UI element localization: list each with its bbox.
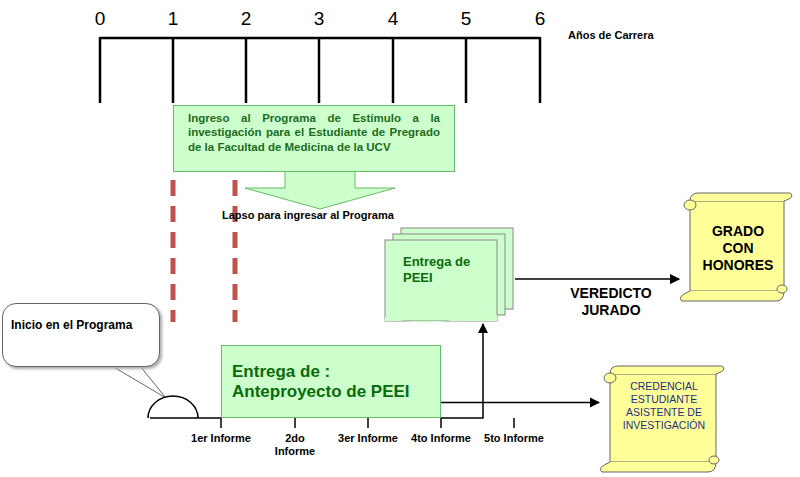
- callout-tail: [112, 366, 166, 398]
- credential-scroll: CREDENCIAL ESTUDIANTE ASISTENTE DE INVES…: [600, 366, 724, 472]
- arrow-connector: [441, 324, 483, 418]
- year-number: 2: [235, 8, 257, 30]
- report-label: 2do Informe: [265, 432, 325, 457]
- career-timeline: [100, 37, 540, 103]
- node-text: Entrega de : Anteproyecto de PEEI: [232, 362, 430, 403]
- draft-delivery-box: Entrega de : Anteproyecto de PEEI: [221, 345, 441, 418]
- node-text: Ingreso al Programa de Estímulo a la inv…: [188, 111, 440, 154]
- node-text: Entrega de PEEI: [403, 254, 489, 287]
- down-arrow: [245, 171, 395, 209]
- report-label: 4to Informe: [411, 432, 471, 445]
- edge-label: VEREDICTO JURADO: [565, 285, 657, 319]
- speech-callout: Inicio en el Programa: [2, 303, 160, 367]
- report-label: 5to Informe: [484, 432, 544, 445]
- report-label: 1er Informe: [191, 432, 251, 445]
- year-number: 4: [382, 8, 404, 30]
- node-text: CREDENCIAL ESTUDIANTE ASISTENTE DE INVES…: [618, 380, 710, 433]
- entry-window-marks: [173, 180, 235, 322]
- node-text: Inicio en el Programa: [11, 318, 151, 332]
- year-number: 1: [162, 8, 184, 30]
- year-number: 6: [529, 8, 551, 30]
- report-label: 3er Informe: [338, 432, 398, 445]
- axis-label: Lapso para ingresar al Programa: [222, 209, 442, 222]
- arrow-connector: [441, 402, 599, 404]
- year-number: 5: [455, 8, 477, 30]
- year-number: 3: [308, 8, 330, 30]
- program-entry-box: Ingreso al Programa de Estímulo a la inv…: [173, 105, 455, 172]
- stacked-pages: Entrega de PEEI: [385, 228, 515, 323]
- report-timeline: [150, 418, 514, 428]
- honors-scroll: GRADO CON HONORES: [680, 193, 792, 301]
- start-bump: [148, 396, 198, 418]
- node-text: GRADO CON HONORES: [698, 223, 778, 273]
- arrow-connector: [515, 278, 679, 280]
- year-number: 0: [89, 8, 111, 30]
- axis-label: Años de Carrera: [568, 29, 688, 42]
